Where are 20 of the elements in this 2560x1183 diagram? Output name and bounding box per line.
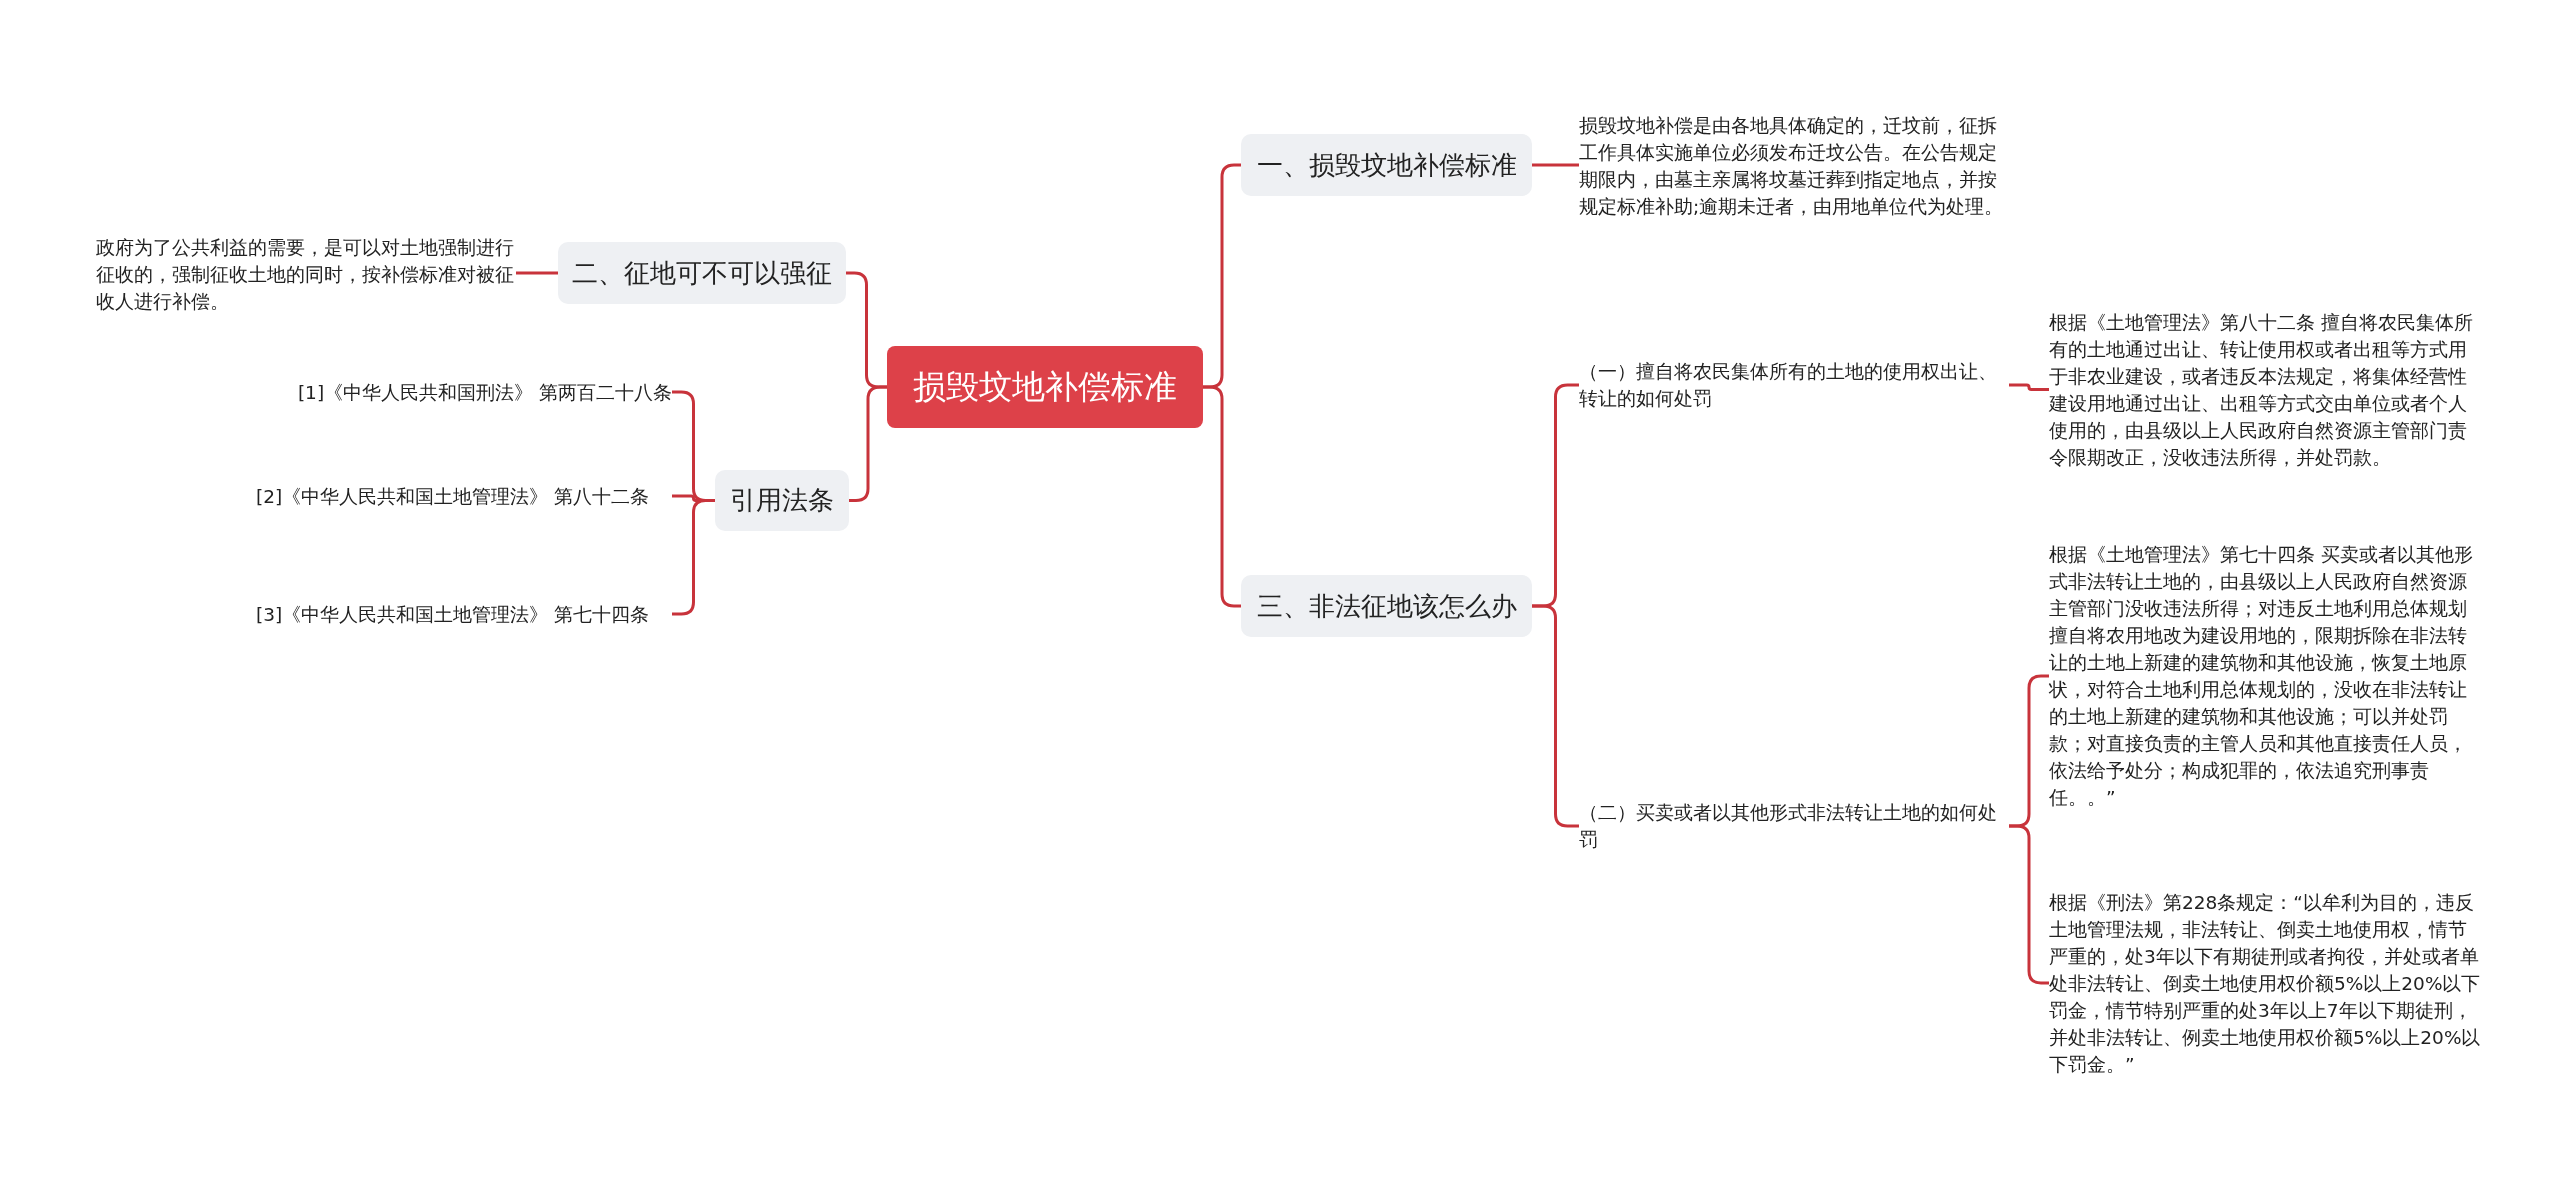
connector-line	[2009, 383, 2049, 391]
connector-line	[849, 385, 887, 502]
topic-text: 根据《土地管理法》第七十四条 买卖或者以其他形式非法转让土地的，由县级以上人民政府自然资源主管部门没收违法所得；对违反土地利用总体规划擅自将农用地改为建设用地的，限期拆除在非法转让的土地上新建的建筑物和其他设施，恢复土地原状，对符合土地利用总体规划的，没收在非法转让的土地上新建的建筑物和其他设施；可以并处罚款；对直接负责的主管人员和其他直接责任人员，依法给予处分；构成犯罪的，依法追究刑事责任。。”	[2049, 540, 2481, 812]
topic-text: [1]《中华人民共和国刑法》 第两百二十八条	[240, 378, 672, 406]
topic-text: 损毁坟地补偿是由各地具体确定的，迁坟前，征拆工作具体实施单位必须发布迁坟公告。在公告规定期限内，由墓主亲属将坟墓迁葬到指定地点，并按规定标准补助;逾期未迁者，由用地单位代为处理。	[1579, 96, 2009, 236]
topic-text: （二）买卖或者以其他形式非法转让土地的如何处罚	[1579, 798, 2009, 854]
topic-box: 二、征地可不可以强征	[558, 242, 846, 304]
topic-text: 根据《刑法》第228条规定：“以牟利为目的，违反土地管理法规，非法转让、倒卖土地使用权，情节严重的，处3年以下有期徒刑或者拘役，并处或者单处非法转让、倒卖土地使用权价额5%以上20%以下罚金，情节特别严重的处3年以上7年以下期徒刑，并处非法转让、例卖土地使用权价额5%以上20%以下罚金。”	[2049, 872, 2481, 1094]
connector-line	[516, 271, 558, 275]
topic-text: [2]《中华人民共和国土地管理法》 第八十二条	[256, 468, 672, 524]
central-topic: 损毁坟地补偿标准	[887, 346, 1203, 428]
connector-line	[1532, 163, 1579, 167]
topic-box: 引用法条	[715, 470, 849, 531]
topic-text: 政府为了公共利益的需要，是可以对土地强制进行征收的，强制征收土地的同时，按补偿标准对被征收人进行补偿。	[96, 232, 516, 316]
connector-line	[1203, 385, 1241, 608]
topic-text: 根据《土地管理法》第八十二条 擅自将农民集体所有的土地通过出让、转让使用权或者出租等方式用于非农业建设，或者违反本法规定，将集体经营性建设用地通过出让、出租等方式交由单位或者个人使用的，由县级以上人民政府自然资源主管部门责令限期改正，没收违法所得，并处罚款。	[2049, 292, 2481, 487]
topic-text: （一）擅自将农民集体所有的土地的使用权出让、转让的如何处罚	[1579, 357, 2009, 413]
topic-text: [3]《中华人民共和国土地管理法》 第七十四条	[256, 586, 672, 642]
topic-box: 一、损毁坟地补偿标准	[1241, 134, 1532, 196]
topic-box: 三、非法征地该怎么办	[1241, 575, 1532, 637]
